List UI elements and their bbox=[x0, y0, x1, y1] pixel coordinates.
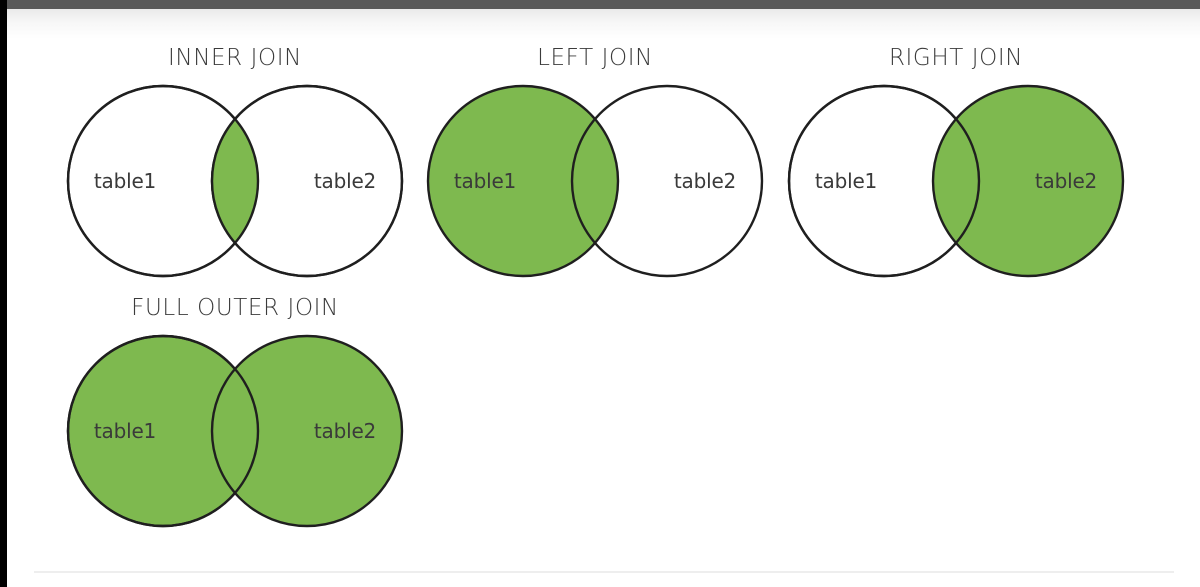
window-chrome-bar bbox=[7, 0, 1200, 9]
join-group-full-outer-join: FULL OUTER JOIN table1 table2 bbox=[65, 295, 405, 545]
join-title-left-join: LEFT JOIN bbox=[537, 45, 653, 71]
venn-circle-right bbox=[210, 334, 404, 528]
venn-label-left: table1 bbox=[454, 169, 516, 193]
venn-circle-right-outline bbox=[210, 84, 404, 278]
join-title-right-join: RIGHT JOIN bbox=[888, 45, 1024, 71]
venn-circle-left bbox=[426, 84, 620, 278]
join-title-inner-join: INNER JOIN bbox=[168, 45, 302, 71]
venn-right-join: table1 table2 bbox=[786, 81, 1126, 281]
page-top-gradient bbox=[7, 9, 1200, 39]
venn-circle-left-outline bbox=[66, 334, 260, 528]
venn-label-right: table2 bbox=[314, 419, 376, 443]
join-group-left-join: LEFT JOIN table1 table2 bbox=[425, 45, 765, 295]
venn-label-right: table2 bbox=[1035, 169, 1097, 193]
join-group-right-join: RIGHT JOIN table1 table2 bbox=[786, 45, 1126, 295]
join-title-full-outer-join: FULL OUTER JOIN bbox=[131, 295, 339, 321]
venn-label-left: table1 bbox=[94, 169, 156, 193]
venn-circle-right bbox=[570, 84, 764, 278]
join-group-inner-join: INNER JOIN table1 table2 bbox=[65, 45, 405, 295]
venn-label-left: table1 bbox=[815, 169, 877, 193]
bottom-divider bbox=[34, 571, 1174, 573]
venn-left-join: table1 table2 bbox=[425, 81, 765, 281]
venn-label-right: table2 bbox=[674, 169, 736, 193]
venn-circle-left-outline bbox=[787, 84, 981, 278]
venn-circle-left-outline bbox=[66, 84, 260, 278]
venn-label-left: table1 bbox=[94, 419, 156, 443]
left-gutter bbox=[0, 0, 7, 587]
venn-full-outer-join: table1 table2 bbox=[65, 331, 405, 531]
venn-circle-right bbox=[931, 84, 1125, 278]
venn-label-right: table2 bbox=[314, 169, 376, 193]
venn-inner-join: table1 table2 bbox=[65, 81, 405, 281]
